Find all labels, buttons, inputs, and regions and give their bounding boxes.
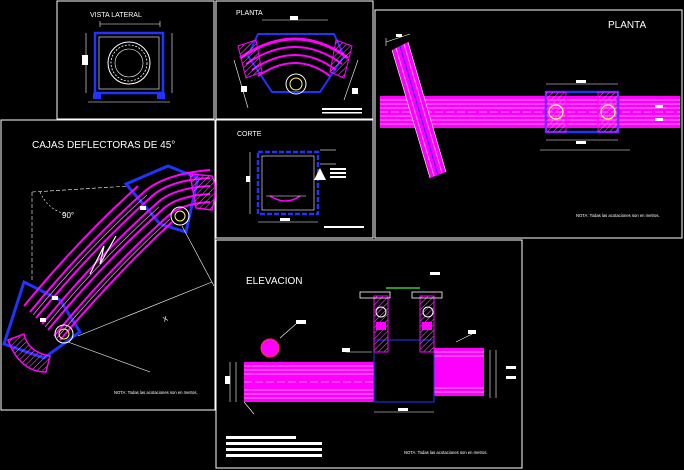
vista-lateral-pipe xyxy=(107,41,151,85)
corte-title: CORTE xyxy=(237,131,262,138)
cajas-top-manhole xyxy=(170,206,190,226)
planta-large-note: NOTA: Todas las acotaciones son en metro… xyxy=(576,213,660,218)
planta-small-title: PLANTA xyxy=(236,10,263,17)
planta-small-manhole xyxy=(285,73,307,95)
planta-small-panel: PLANTA xyxy=(233,10,362,114)
planta-large-panel: PLANTA xyxy=(380,20,680,218)
cajas-title: CAJAS DEFLECTORAS DE 45° xyxy=(32,140,175,151)
frame-planta-small xyxy=(215,0,374,120)
break-mark xyxy=(89,235,117,275)
vista-lateral-panel: VISTA LATERAL xyxy=(82,12,173,103)
cajas-pipe-bundle xyxy=(23,169,211,341)
elevacion-right-pipe xyxy=(434,348,484,396)
cajas-bottom-manhole xyxy=(54,324,74,344)
corte-box xyxy=(256,150,320,216)
planta-large-title: PLANTA xyxy=(608,20,646,31)
planta-large-diagonal-pipe xyxy=(391,41,447,179)
cajas-note: NOTA: Todas las acotaciones son en metro… xyxy=(114,390,198,395)
frame-planta-large xyxy=(374,9,683,239)
corte-panel: CORTE xyxy=(237,131,364,228)
dim-x-label: X xyxy=(162,315,169,323)
elevacion-left-pipe xyxy=(244,362,374,402)
elevacion-panel: ELEVACION xyxy=(225,272,516,457)
frame-cajas xyxy=(0,119,216,411)
vista-lateral-box xyxy=(93,31,165,95)
elevacion-pipe-end xyxy=(260,338,280,358)
frame-elevacion xyxy=(215,239,523,469)
frame-corte xyxy=(215,119,374,239)
vista-lateral-title: VISTA LATERAL xyxy=(90,12,142,19)
frame-vista-lateral xyxy=(56,0,215,120)
elevacion-title: ELEVACION xyxy=(246,276,303,287)
elevacion-note: NOTA: Todas las acotaciones son en metro… xyxy=(404,450,488,455)
cajas-panel: CAJAS DEFLECTORAS DE 45° 90° xyxy=(2,140,216,395)
elevacion-title-block xyxy=(226,436,322,457)
angle-label: 90° xyxy=(62,211,74,220)
